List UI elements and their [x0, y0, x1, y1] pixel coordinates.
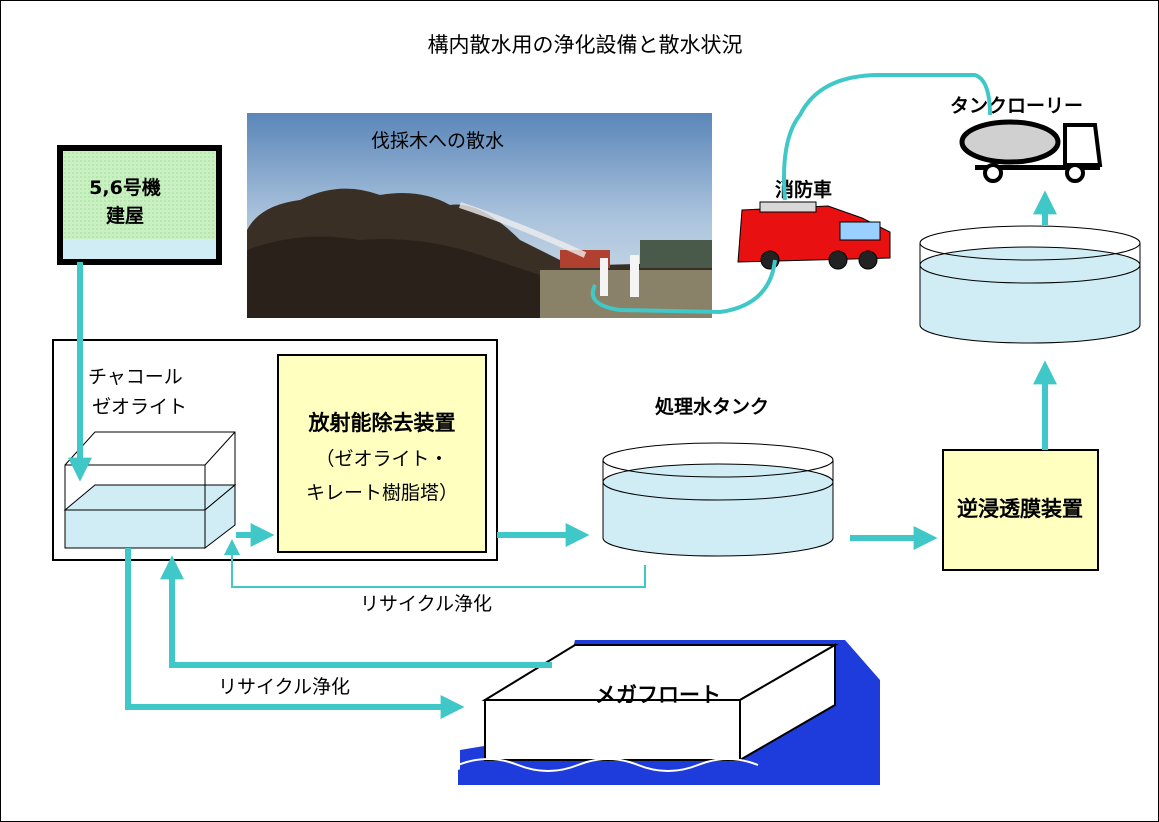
- tank-lorry: タンクローリー: [950, 95, 1103, 183]
- building-label-line1: 5,6号機: [89, 176, 161, 199]
- hose-fire-truck-to-lorry: [782, 73, 992, 201]
- fire-truck-label: 消防車: [775, 178, 832, 201]
- fire-truck: 消防車: [737, 178, 891, 270]
- charcoal-label-line1: チャコール: [88, 366, 183, 388]
- radioactive-removal-device: 放射能除去装置 （ゼオライト・ キレート樹脂塔）: [277, 354, 487, 553]
- tank-lorry-label: タンクローリー: [950, 95, 1083, 117]
- arrow-megafloat-to-charcoal: [160, 555, 552, 668]
- building-label-line2: 建屋: [106, 204, 144, 227]
- building-5-6: 5,6号機 建屋: [57, 145, 222, 265]
- flow-arrows: [68, 73, 1057, 719]
- upper-right-tank: [919, 225, 1141, 344]
- reverse-osmosis-device: 逆浸透膜装置: [942, 449, 1099, 571]
- tank-label: 処理水タンク: [655, 395, 769, 418]
- removal-device-sub1: （ゼオライト・: [315, 448, 448, 470]
- ro-device-label: 逆浸透膜装置: [957, 497, 1083, 521]
- charcoal-zeolite-tank: [63, 431, 237, 550]
- removal-device-title: 放射能除去装置: [308, 411, 456, 435]
- recycle-label-upper: リサイクル浄化: [360, 593, 492, 615]
- watering-photo: 伐採木への散水: [247, 113, 712, 318]
- charcoal-label-line2: ゼオライト: [92, 396, 187, 418]
- arrow-recycle-upper: [224, 539, 646, 588]
- removal-device-sub2: キレート樹脂塔）: [306, 482, 458, 504]
- hose-photo-to-fire-truck: [590, 259, 777, 315]
- treated-water-tank: 処理水タンク: [602, 395, 834, 557]
- treatment-enclosure: [52, 339, 498, 561]
- diagram-title: 構内散水用の浄化設備と散水状況: [428, 33, 743, 57]
- photo-caption: 伐採木への散水: [371, 130, 504, 152]
- megafloat-label: メガフロート: [595, 683, 721, 707]
- arrow-charcoal-to-megafloat: [125, 548, 465, 719]
- recycle-label-lower: リサイクル浄化: [218, 676, 350, 698]
- megafloat: メガフロート: [457, 640, 880, 785]
